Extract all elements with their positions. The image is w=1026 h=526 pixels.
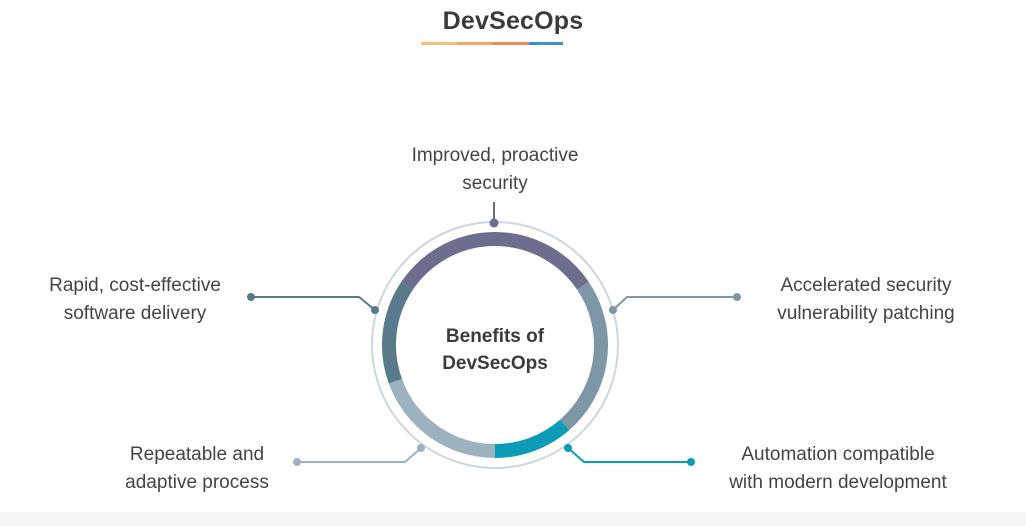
ring-segment — [559, 281, 608, 431]
benefit-line: software delivery — [63, 303, 207, 324]
connector-rapid-delivery — [251, 296, 376, 311]
ring-segments — [382, 232, 608, 458]
benefit-repeatable-process: Repeatable and adaptive process — [98, 441, 296, 497]
underline-segment — [493, 42, 529, 45]
benefit-accelerated-patching: Accelerated security vulnerability patch… — [748, 272, 984, 328]
benefit-line: Automation compatible — [741, 444, 935, 465]
connector-end-automation — [687, 458, 695, 466]
diagram-center-label: Benefits of DevSecOps — [395, 323, 595, 377]
benefit-line: security — [462, 173, 528, 194]
ring-segment — [494, 419, 570, 458]
connector-repeatable — [297, 447, 422, 463]
benefit-line: Accelerated security — [780, 275, 952, 296]
benefit-line: Repeatable and — [129, 444, 265, 465]
underline-segment — [529, 42, 563, 45]
ring-segment — [401, 232, 589, 290]
connector-automation — [567, 447, 691, 463]
benefit-line: Rapid, cost-effective — [49, 275, 221, 296]
underline-segment — [457, 42, 493, 45]
connector-end-accelerated-patching — [733, 293, 741, 301]
connectors — [247, 202, 741, 466]
benefit-line: with modern development — [729, 472, 947, 493]
benefit-improved-security: Improved, proactive security — [360, 142, 630, 198]
center-line-1: Benefits of — [445, 326, 545, 347]
connector-dot-automation — [564, 444, 572, 452]
connector-end-repeatable — [293, 458, 301, 466]
ring-segment — [388, 378, 496, 458]
benefit-line: adaptive process — [125, 472, 269, 493]
ring-segment — [382, 281, 414, 384]
benefit-automation-compatible: Automation compatible with modern develo… — [700, 441, 976, 497]
connector-accelerated-patching — [612, 296, 737, 311]
center-line-2: DevSecOps — [442, 353, 548, 374]
benefit-line: Improved, proactive — [411, 145, 579, 166]
underline-segment — [421, 42, 457, 45]
page-title: DevSecOps — [442, 7, 584, 35]
connector-dot-improved-security — [489, 218, 499, 228]
title-underline — [421, 42, 563, 45]
connector-dot-accelerated-patching — [609, 306, 617, 314]
benefit-line: vulnerability patching — [777, 303, 955, 324]
connector-end-rapid-delivery — [247, 293, 255, 301]
connector-dot-rapid-delivery — [371, 306, 379, 314]
connector-dot-repeatable — [417, 444, 425, 452]
benefit-rapid-delivery: Rapid, cost-effective software delivery — [20, 272, 250, 328]
bottom-strip — [0, 512, 1026, 526]
